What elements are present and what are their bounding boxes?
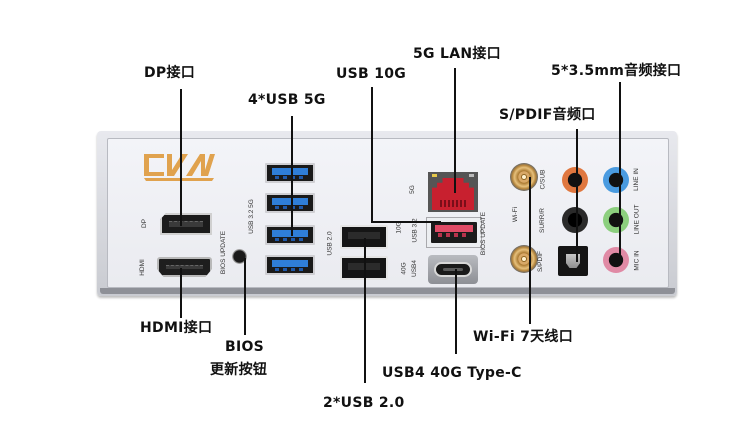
leader-line-lan <box>454 68 456 193</box>
silkscreen-usb32-5g: USB 3.2 5G <box>247 199 255 234</box>
audio-jack-mic-in <box>603 247 629 273</box>
wifi-antenna-connector <box>510 245 538 273</box>
usb-5g-port <box>265 255 315 275</box>
callout-usb5g: 4*USB 5G <box>248 92 326 108</box>
lan-5g-port <box>428 172 478 212</box>
leader-line-usb10g-horizontal <box>371 221 441 223</box>
silkscreen-bios-update-right: BIOS UPDATE <box>480 211 488 256</box>
silkscreen-dp: DP <box>141 218 149 229</box>
bios-update-button[interactable] <box>232 249 247 264</box>
leader-line-bios <box>244 258 246 335</box>
leader-line-usb5g <box>291 116 293 236</box>
leader-line-audio <box>619 82 621 262</box>
silkscreen-csub: C/SUB <box>539 169 547 190</box>
io-shield-bottom-edge <box>100 288 675 294</box>
callout-wifi: Wi-Fi 7天线口 <box>473 329 574 345</box>
callout-spdif: S/PDIF音频口 <box>499 107 596 123</box>
silkscreen-mic-in: MIC IN <box>633 250 641 271</box>
usb4-typec-port <box>434 262 472 277</box>
silkscreen-hdmi: HDMI <box>138 259 146 276</box>
silkscreen-line-out: LINE OUT <box>633 204 641 235</box>
leader-line-usb20 <box>364 238 366 383</box>
silkscreen-lan-5g: 5G <box>408 185 416 194</box>
usb-5g-port <box>265 163 315 183</box>
silkscreen-line-in: LINE IN <box>632 168 640 191</box>
silkscreen-usb20: USB 2.0 <box>326 231 334 256</box>
leader-line-typec <box>455 269 457 354</box>
wifi-antenna-connector <box>510 163 538 191</box>
callout-bios-line1: BIOS <box>225 339 265 355</box>
callout-usb20: 2*USB 2.0 <box>323 395 405 411</box>
silkscreen-usb32-10g-line1: 10G <box>395 221 403 234</box>
callout-bios-line2: 更新按钮 <box>210 362 268 378</box>
callout-typec: USB4 40G Type-C <box>382 365 522 381</box>
displayport-port <box>160 213 212 235</box>
silkscreen-usb4-line2: USB4 <box>410 260 418 277</box>
silkscreen-surr: SURR/R <box>538 208 546 233</box>
usb-10g-port <box>431 222 477 243</box>
callout-lan: 5G LAN接口 <box>413 46 501 62</box>
audio-jack-csub <box>562 167 588 193</box>
silkscreen-usb4-line1: 40G <box>400 262 408 275</box>
audio-jack-line-in <box>603 167 629 193</box>
audio-jack-surr <box>562 207 588 233</box>
usb-5g-port <box>265 225 315 245</box>
silkscreen-bios-update: BIOS UPDATE <box>220 230 228 275</box>
leader-line-usb10g <box>371 87 373 222</box>
leader-line-spdif <box>576 129 578 262</box>
callout-audio: 5*3.5mm音频接口 <box>551 63 682 79</box>
callout-hdmi: HDMI接口 <box>140 320 213 336</box>
callout-usb10g: USB 10G <box>336 66 407 82</box>
callout-dp: DP接口 <box>144 65 196 81</box>
silkscreen-spdif: S/PDIF <box>536 251 544 272</box>
usb-5g-port <box>265 193 315 213</box>
audio-jack-line-out <box>603 207 629 233</box>
hdmi-port <box>157 257 212 277</box>
leader-line-hdmi <box>180 268 182 318</box>
leader-line-wifi <box>529 177 531 324</box>
silkscreen-wifi: Wi-Fi <box>512 206 520 223</box>
spdif-optical-port <box>558 246 588 276</box>
cvn-logo <box>144 154 215 181</box>
leader-line-dp <box>180 89 182 226</box>
